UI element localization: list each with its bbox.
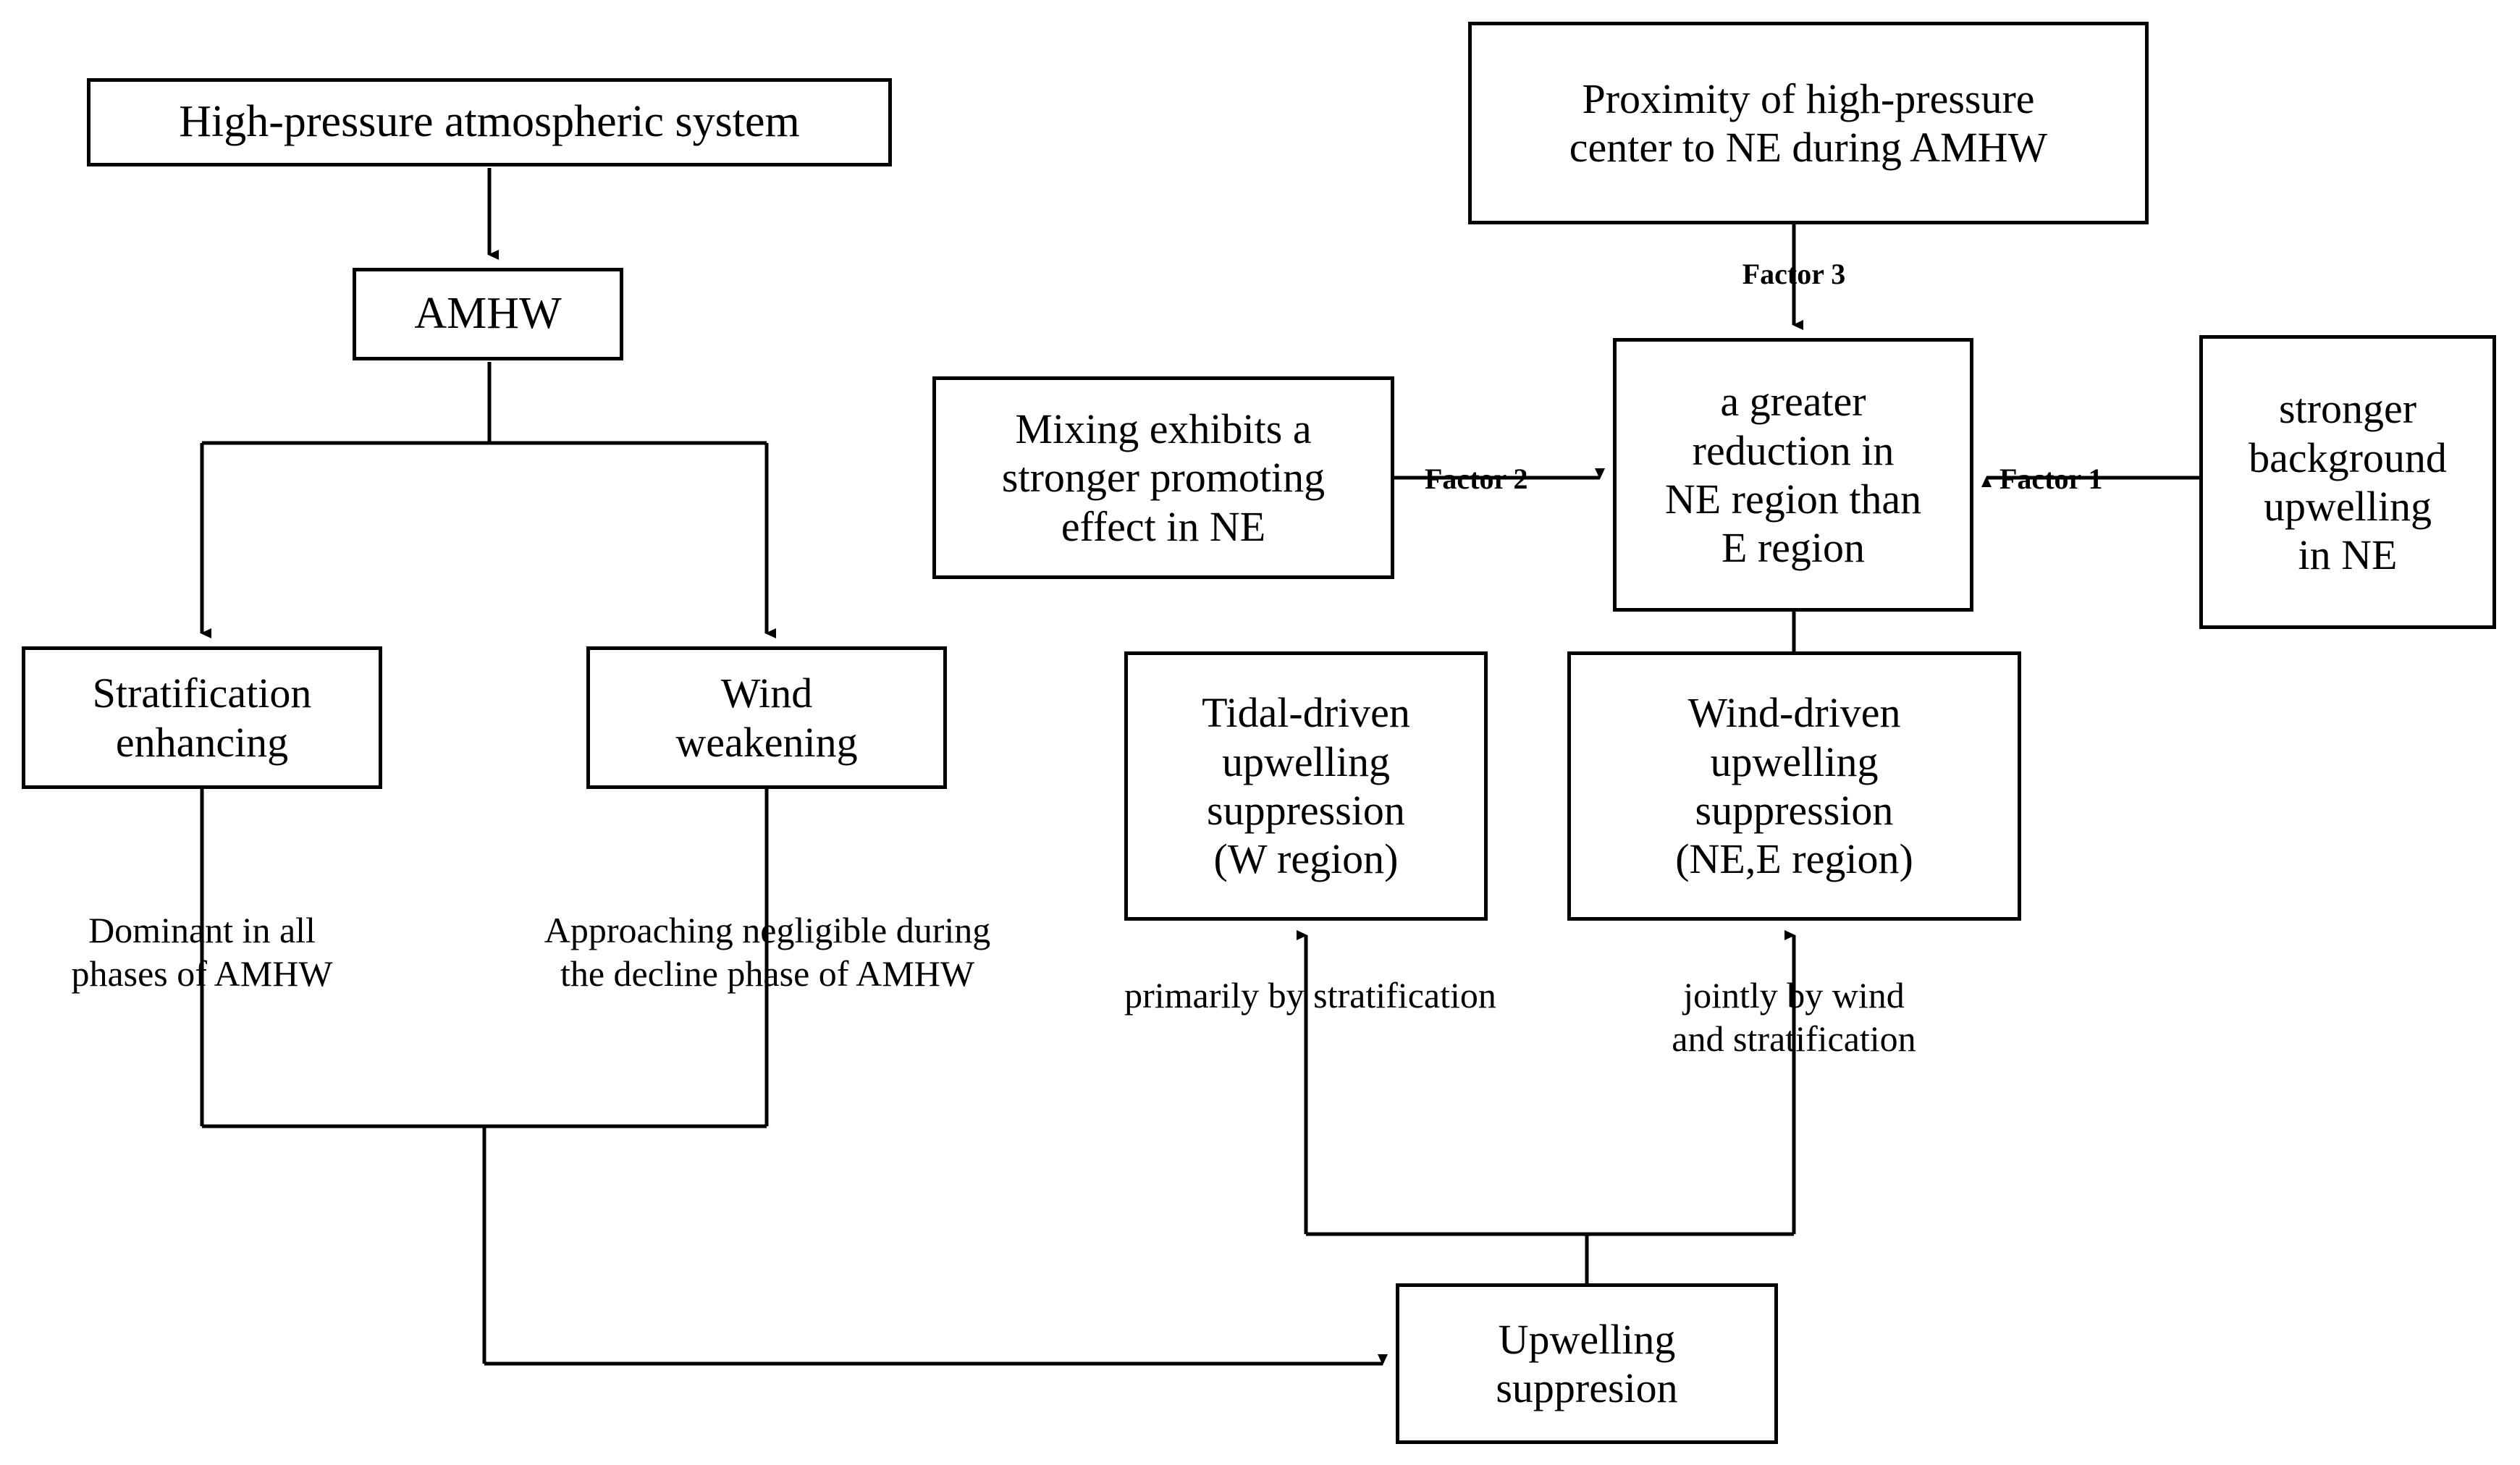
node-label: Stratification enhancing	[92, 670, 312, 766]
node-high-pressure-atmospheric-system[interactable]: High-pressure atmospheric system	[87, 78, 892, 166]
node-label: Proximity of high-pressure center to NE …	[1569, 75, 2048, 171]
node-wind-driven-upwelling-suppression[interactable]: Wind-driven upwelling suppression (NE,E …	[1567, 651, 2021, 921]
edge-label-factor-1: Factor 1	[1999, 463, 2103, 495]
node-label: Wind-driven upwelling suppression (NE,E …	[1675, 689, 1913, 883]
node-greater-reduction-ne-than-e[interactable]: a greater reduction in NE region than E …	[1613, 338, 1973, 612]
node-label: AMHW	[414, 289, 562, 339]
node-label: Wind weakening	[675, 670, 858, 766]
edge-label-approaching-negligible: Approaching negligible during the declin…	[544, 910, 991, 994]
node-label: Tidal-driven upwelling suppression (W re…	[1202, 689, 1410, 883]
node-upwelling-suppresion[interactable]: Upwelling suppresion	[1396, 1283, 1778, 1444]
node-stratification-enhancing[interactable]: Stratification enhancing	[22, 646, 382, 789]
node-proximity-of-high-pressure-center[interactable]: Proximity of high-pressure center to NE …	[1468, 22, 2149, 224]
edge-label-factor-3: Factor 3	[1742, 258, 1846, 290]
node-wind-weakening[interactable]: Wind weakening	[586, 646, 947, 789]
node-label: Upwelling suppresion	[1496, 1315, 1678, 1411]
node-stronger-background-upwelling-in-ne[interactable]: stronger background upwelling in NE	[2199, 335, 2496, 629]
edge-label-jointly-by-wind-and-stratification: jointly by wind and stratification	[1672, 975, 1916, 1059]
node-label: Mixing exhibits a stronger promoting eff…	[1001, 405, 1326, 550]
node-label: High-pressure atmospheric system	[179, 97, 800, 147]
node-tidal-driven-upwelling-suppression[interactable]: Tidal-driven upwelling suppression (W re…	[1124, 651, 1488, 921]
edge-label-factor-2: Factor 2	[1425, 463, 1528, 495]
node-label: stronger background upwelling in NE	[2249, 385, 2447, 579]
node-mixing-exhibits-stronger-promoting-effect[interactable]: Mixing exhibits a stronger promoting eff…	[932, 376, 1394, 579]
edge-label-primarily-by-stratification: primarily by stratification	[1124, 975, 1496, 1016]
node-label: a greater reduction in NE region than E …	[1664, 378, 1922, 572]
edge-label-dominant-in-all-phases: Dominant in all phases of AMHW	[71, 910, 333, 994]
node-amhw[interactable]: AMHW	[353, 268, 623, 360]
